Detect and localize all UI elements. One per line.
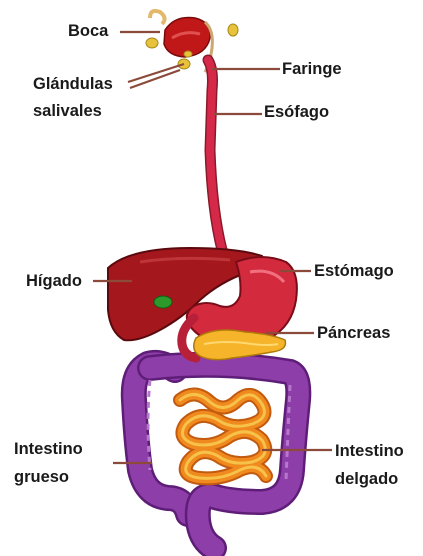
label-intestino-grueso-line2: grueso	[14, 465, 69, 489]
label-higado: Hígado	[26, 269, 82, 293]
label-estomago: Estómago	[314, 259, 394, 283]
label-intestino-delgado-line1: Intestino	[335, 439, 404, 463]
gallbladder-organ	[154, 296, 172, 308]
label-intestino-grueso-line1: Intestino	[14, 437, 83, 461]
label-pancreas: Páncreas	[317, 321, 390, 345]
label-boca: Boca	[68, 19, 108, 43]
label-esofago: Esófago	[264, 100, 329, 124]
label-intestino-delgado-line2: delgado	[335, 467, 398, 491]
label-faringe: Faringe	[282, 57, 342, 81]
label-glandulas-line2: salivales	[33, 99, 102, 123]
label-glandulas-line1: Glándulas	[33, 72, 113, 96]
esophagus-organ	[208, 60, 240, 266]
small-intestine-organ	[180, 394, 266, 478]
